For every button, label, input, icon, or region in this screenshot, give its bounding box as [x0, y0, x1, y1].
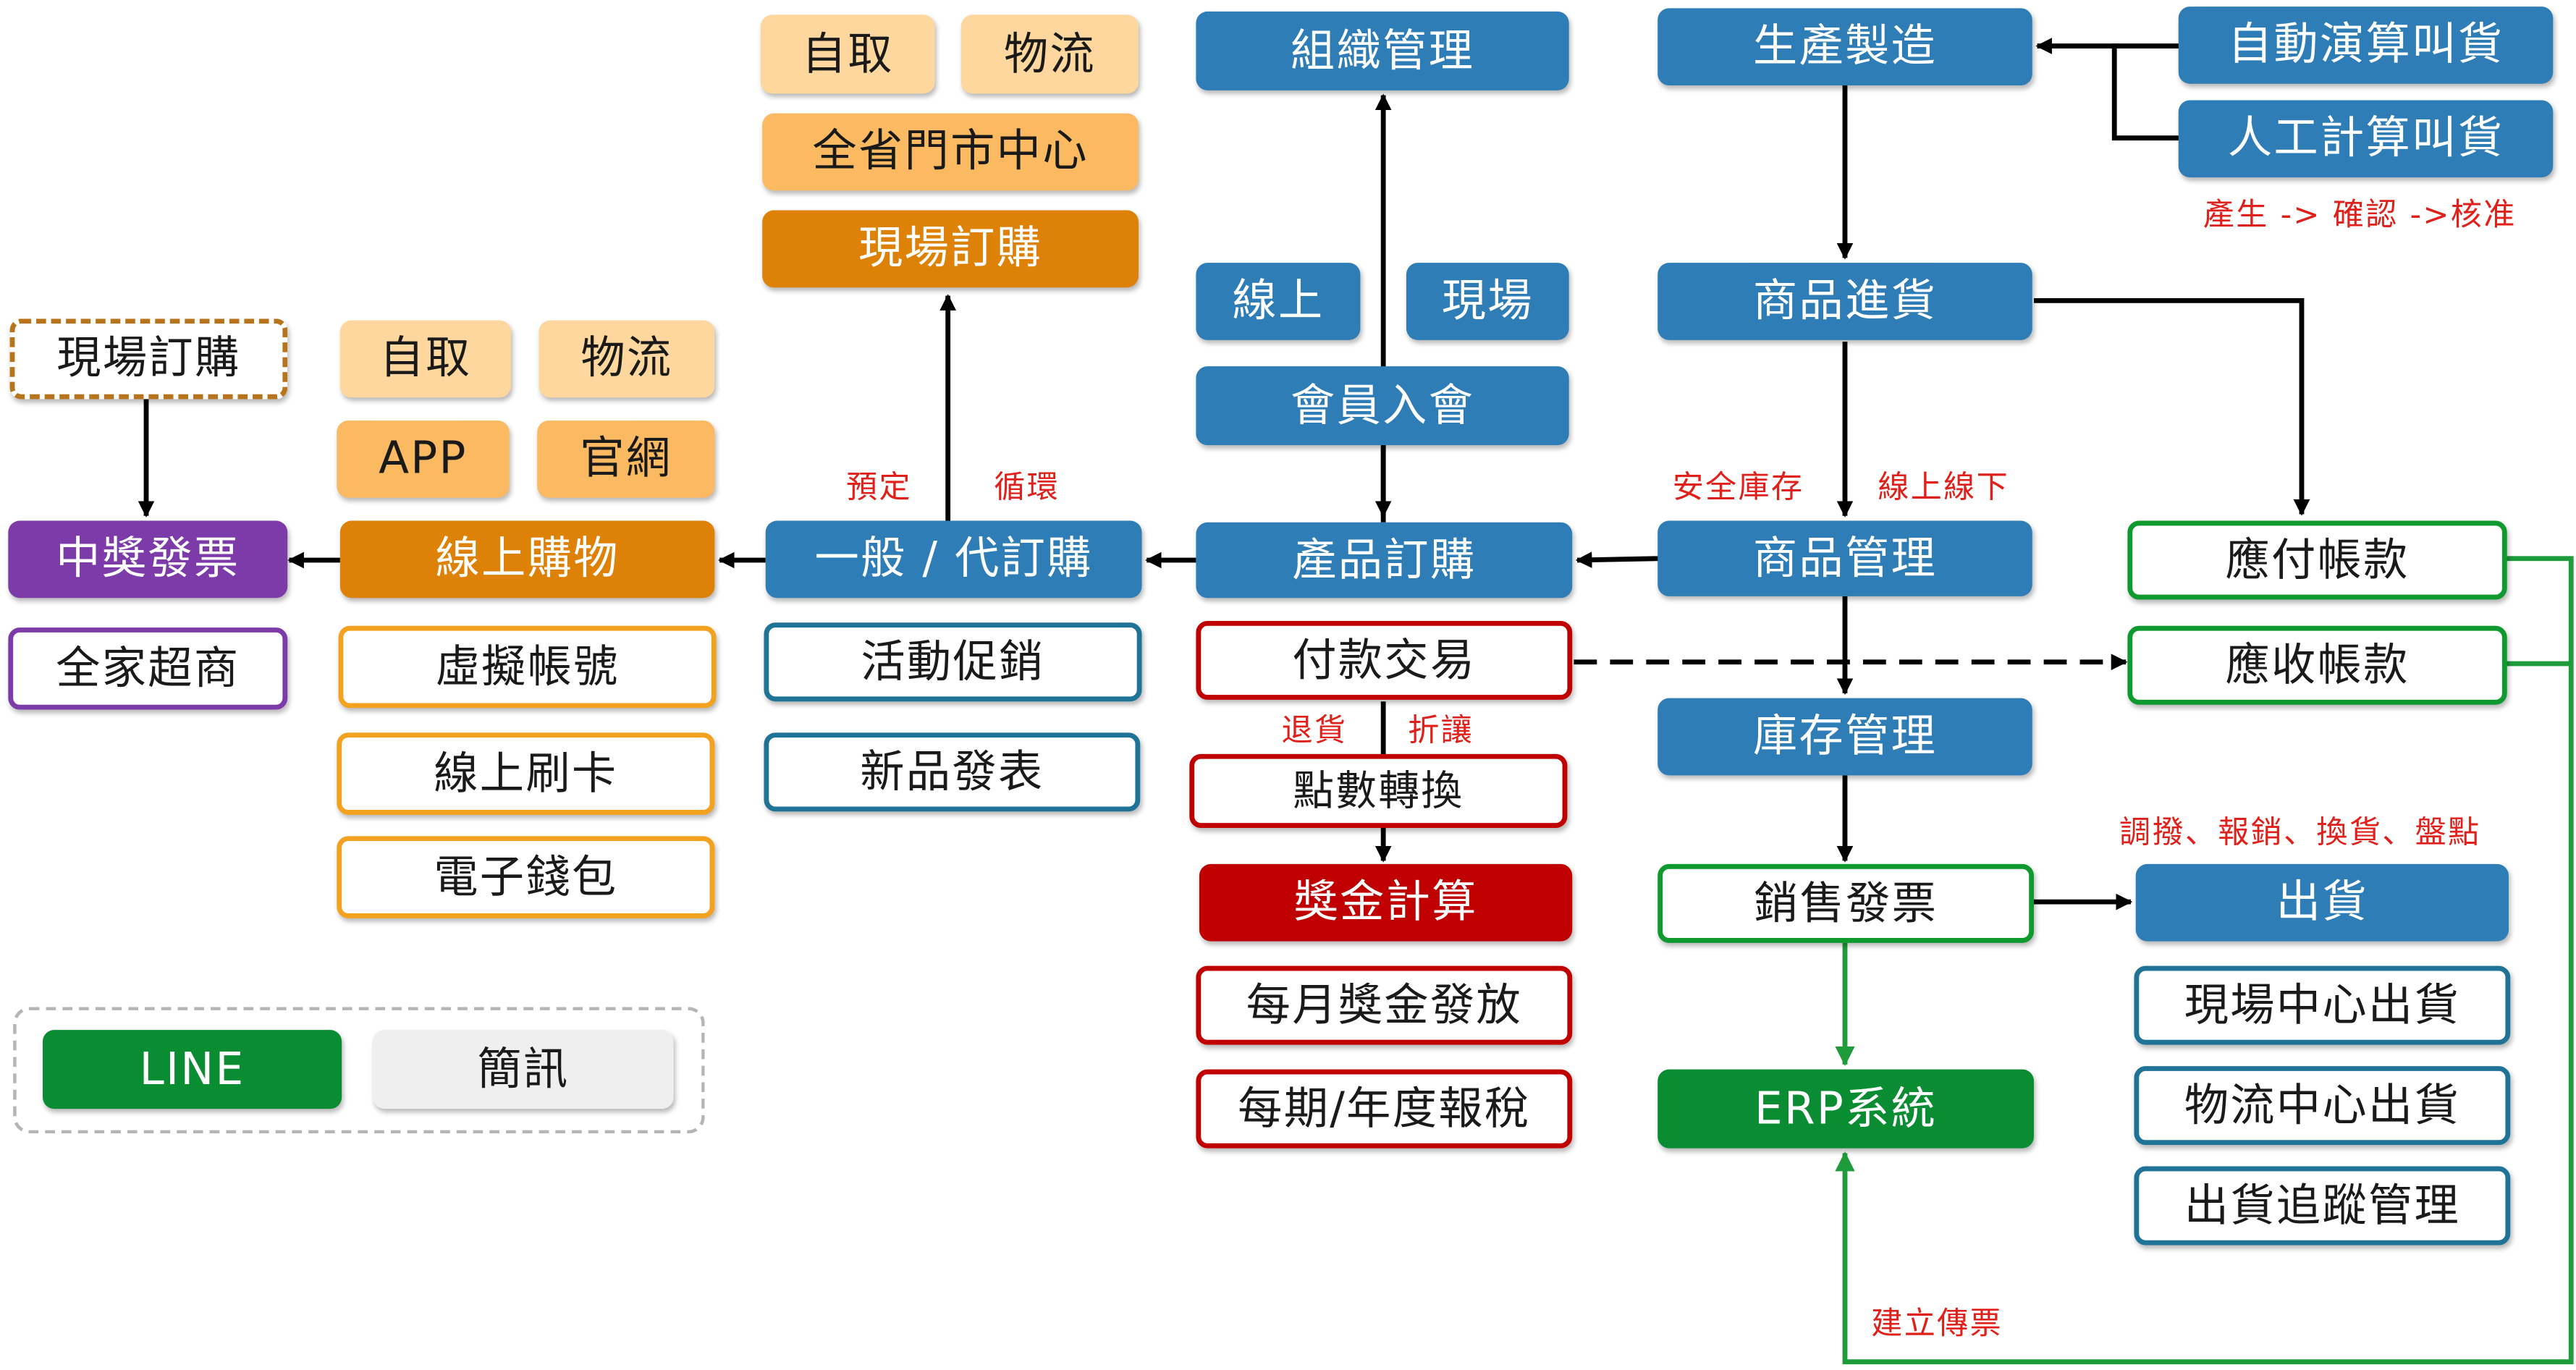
payment-trans-box: 付款交易 [1196, 620, 1573, 700]
payable-box: 應付帳款 [2127, 520, 2507, 600]
bonus-calc-box: 獎金計算 [1199, 863, 1573, 942]
center-ship-box: 現場中心出貨 [2134, 965, 2511, 1045]
logistics-top-box: 物流 [960, 14, 1139, 94]
note-discount: 折讓 [1408, 713, 1474, 750]
pickup-mid-box: 自取 [339, 320, 511, 398]
product-mgmt-box: 商品管理 [1657, 520, 2032, 596]
goods-receipt-box: 商品進貨 [1657, 263, 2032, 340]
online-card-box: 線上刷卡 [337, 732, 715, 815]
legend-frame [13, 1007, 705, 1134]
note-cycle: 循環 [994, 470, 1060, 507]
family-mart-box: 全家超商 [8, 627, 288, 710]
note-online-offline: 線上線下 [1878, 470, 2010, 507]
onsite-box: 現場 [1406, 263, 1569, 340]
online-box: 線上 [1196, 263, 1361, 340]
new-product-box: 新品發表 [764, 732, 1141, 812]
shipment-box: 出貨 [2135, 863, 2509, 942]
online-shopping-box: 線上購物 [339, 520, 715, 599]
stores-center-box: 全省門市中心 [762, 113, 1139, 191]
inventory-mgmt-box: 庫存管理 [1657, 698, 2032, 776]
legend-line: LINE [43, 1030, 342, 1109]
app-box: APP [337, 420, 510, 498]
monthly-bonus-box: 每月獎金發放 [1196, 965, 1573, 1045]
general-order-box: 一般 / 代訂購 [765, 520, 1142, 599]
member-join-box: 會員入會 [1196, 366, 1569, 446]
onsite-order-left-box: 現場訂購 [9, 318, 288, 399]
note-create-voucher: 建立傳票 [1871, 1306, 2003, 1342]
note-return: 退貨 [1281, 713, 1348, 750]
arrow-receipt-to-payable [2034, 297, 2310, 516]
legend-sms: 簡訊 [373, 1030, 674, 1109]
logistics-ship-box: 物流中心出貨 [2134, 1066, 2511, 1146]
manual-call-box: 人工計算叫貨 [2178, 100, 2554, 178]
promotions-box: 活動促銷 [764, 622, 1142, 702]
connector-ap-ar-loop [1835, 556, 2574, 1365]
tracking-box: 出貨追蹤管理 [2134, 1166, 2511, 1246]
production-box: 生產製造 [1657, 8, 2032, 86]
auto-call-box: 自動演算叫貨 [2178, 7, 2554, 84]
org-mgmt-box: 組織管理 [1196, 11, 1569, 90]
e-wallet-box: 電子錢包 [337, 836, 715, 918]
note-safety-stock: 安全庫存 [1672, 470, 1804, 507]
erp-system-box: ERP系統 [1657, 1069, 2035, 1149]
website-box: 官網 [537, 420, 715, 498]
product-order-box: 產品訂購 [1196, 522, 1573, 599]
points-convert-box: 點數轉換 [1189, 753, 1568, 828]
virtual-account-box: 虛擬帳號 [338, 625, 717, 709]
note-reserve: 預定 [845, 470, 912, 507]
onsite-order-top-box: 現場訂購 [762, 210, 1139, 288]
pickup-top-box: 自取 [760, 14, 935, 94]
receivable-box: 應收帳款 [2127, 625, 2507, 705]
sales-invoice-box: 銷售發票 [1657, 863, 2035, 943]
connector-call-to-production [2111, 43, 2181, 141]
logistics-mid-box: 物流 [539, 320, 715, 398]
arrow-productmgmt-to-order [1575, 551, 1660, 568]
note-transfer-ops: 調撥、報銷、換貨、盤點 [2119, 814, 2481, 851]
tax-report-box: 每期/年度報稅 [1196, 1069, 1573, 1149]
note-approval-flow: 產生 -> 確認 ->核准 [2203, 197, 2517, 234]
prize-invoice-box: 中獎發票 [8, 520, 288, 599]
